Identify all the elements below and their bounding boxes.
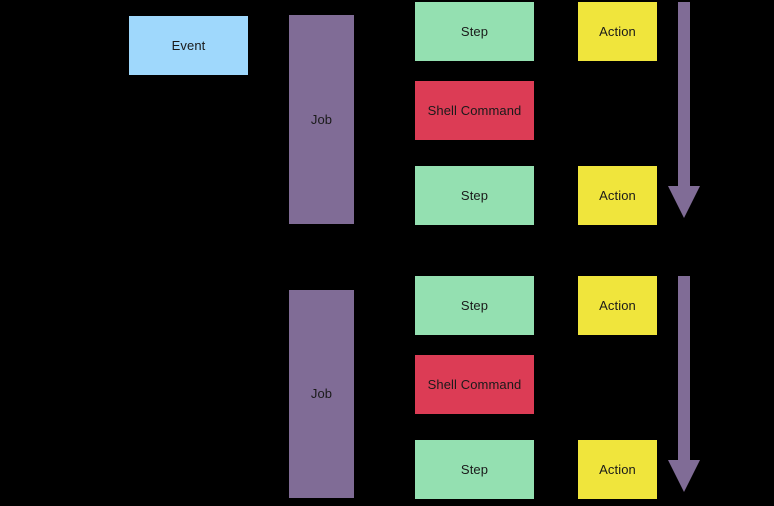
node-step: Step	[415, 2, 534, 61]
flow-arrow-down-icon	[668, 2, 700, 218]
node-job: Job	[289, 15, 354, 224]
node-label: Job	[310, 111, 333, 127]
node-label: Step	[460, 461, 489, 477]
node-label: Action	[599, 461, 636, 477]
node-label: Action	[599, 23, 636, 39]
node-step: Step	[415, 276, 534, 335]
node-label: Action	[599, 187, 636, 203]
node-label: Step	[460, 187, 489, 203]
node-shell-command: Shell Command	[415, 355, 534, 414]
node-event: Event	[129, 16, 248, 75]
node-job: Job	[289, 290, 354, 498]
flow-arrow-down-icon	[668, 276, 700, 492]
node-step: Step	[415, 166, 534, 225]
node-action: Action	[578, 440, 657, 499]
node-label: Step	[460, 297, 489, 313]
node-label: Shell Command	[427, 376, 522, 392]
node-label: Job	[310, 386, 333, 402]
node-step: Step	[415, 440, 534, 499]
node-label: Action	[599, 297, 636, 313]
node-action: Action	[578, 166, 657, 225]
node-action: Action	[578, 2, 657, 61]
node-label: Event	[171, 37, 206, 53]
node-shell-command: Shell Command	[415, 81, 534, 140]
node-action: Action	[578, 276, 657, 335]
node-label: Step	[460, 23, 489, 39]
node-label: Shell Command	[427, 102, 522, 118]
